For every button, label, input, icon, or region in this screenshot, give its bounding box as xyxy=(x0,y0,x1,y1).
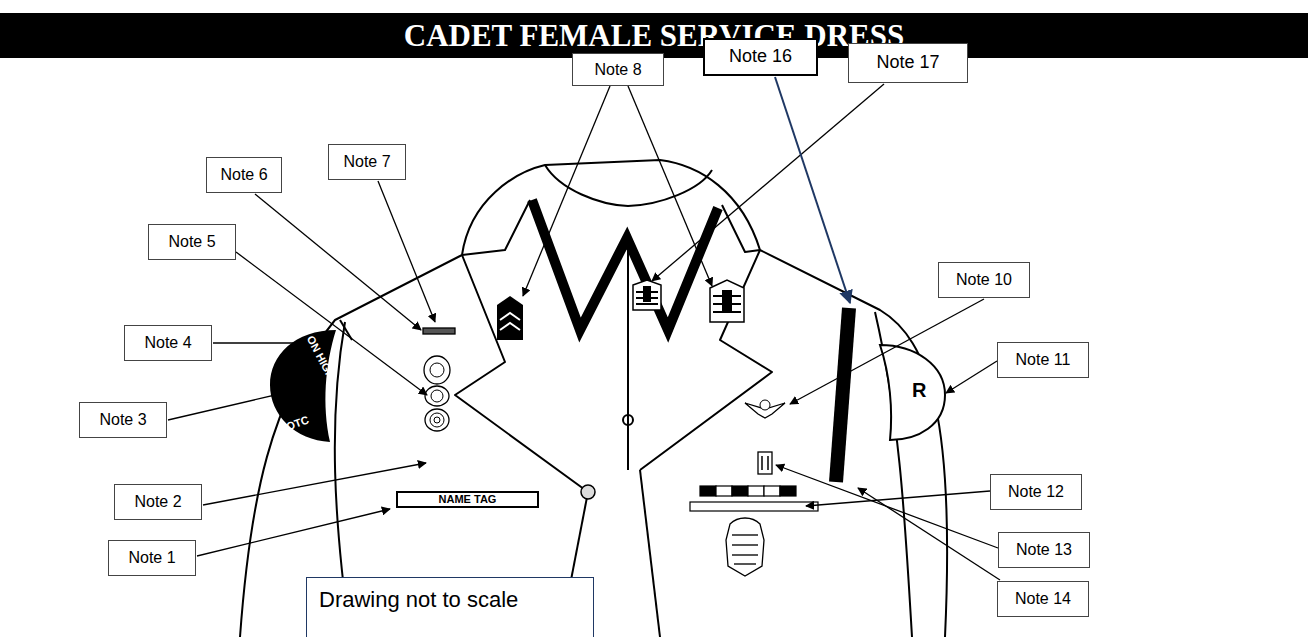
patch-lettering: R xyxy=(912,380,926,400)
note-callout: Note 10 xyxy=(938,262,1030,298)
note-callout: Note 14 xyxy=(997,581,1089,617)
callout-text: Note 7 xyxy=(343,153,390,171)
note-callout: Note 17 xyxy=(848,43,968,83)
note-callout: Note 2 xyxy=(114,484,202,520)
callout-text: Note 4 xyxy=(144,334,191,352)
note-callout: Note 11 xyxy=(997,342,1089,378)
callout-text: Note 13 xyxy=(1016,541,1072,559)
callout-text: Note 6 xyxy=(220,166,267,184)
callout-text: Note 17 xyxy=(876,53,939,73)
callout-text: Note 16 xyxy=(729,47,792,67)
callout-text: Note 8 xyxy=(594,61,641,79)
note-callout: Note 4 xyxy=(124,325,212,361)
title-bar: CADET FEMALE SERVICE DRESS xyxy=(0,13,1308,58)
callout-text: Note 3 xyxy=(99,411,146,429)
note-callout: Note 6 xyxy=(206,157,282,193)
note-callout: Note 13 xyxy=(998,532,1090,568)
callout-text: Note 5 xyxy=(168,233,215,251)
note-callout: Note 1 xyxy=(108,540,196,576)
note-callout: Note 7 xyxy=(328,144,406,180)
note-callout: Note 16 xyxy=(703,38,818,76)
callout-text: Note 1 xyxy=(128,549,175,567)
callout-text: Drawing not to scale xyxy=(319,588,518,612)
callout-text: Note 11 xyxy=(1016,351,1071,369)
callout-text: Note 2 xyxy=(134,493,181,511)
callout-text: Note 10 xyxy=(956,271,1012,289)
callout-text: Note 12 xyxy=(1008,483,1064,501)
callout-text: NAME TAG xyxy=(439,493,497,505)
scale-note-box: Drawing not to scale xyxy=(306,577,594,637)
note-callout: Note 8 xyxy=(572,53,664,86)
note-callout: Note 12 xyxy=(990,474,1082,510)
name-tag: NAME TAG xyxy=(396,491,539,508)
title-text: CADET FEMALE SERVICE DRESS xyxy=(404,18,904,54)
callout-text: Note 14 xyxy=(1015,590,1071,608)
note-callout: Note 3 xyxy=(79,402,167,438)
note-callout: Note 5 xyxy=(148,224,236,260)
